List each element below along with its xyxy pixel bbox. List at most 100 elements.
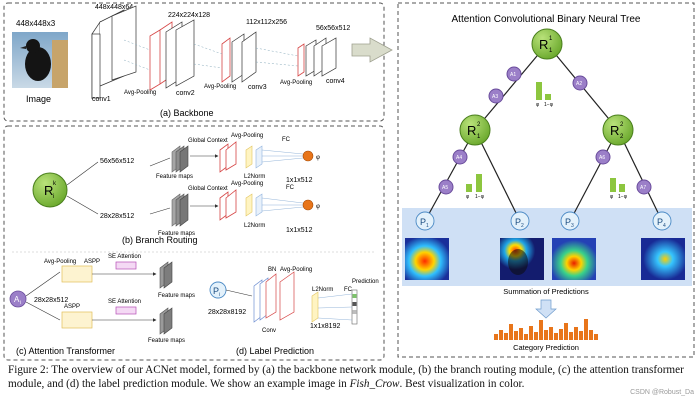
leaf-p3: P 3 xyxy=(560,211,580,231)
tree-mid-node-1: R 2 1 xyxy=(459,114,491,146)
svg-text:A5: A5 xyxy=(442,185,448,191)
category-label: Category Prediction xyxy=(513,343,579,352)
label-node: P i xyxy=(209,281,227,299)
label-pred: Prediction xyxy=(352,279,379,285)
caption-lead: Figure 2: The overview of our ACNet mode… xyxy=(8,364,684,390)
tree-panel: Attention Convolutional Binary Neural Tr… xyxy=(397,2,695,358)
tree-mid1-label: R xyxy=(467,123,476,138)
svg-text:2: 2 xyxy=(521,223,524,229)
svg-text:A1: A1 xyxy=(510,72,516,78)
backbone-panel: 448x448x3 Image 448x448x64 conv1 224x224… xyxy=(3,2,385,122)
stage3-conv: conv3 xyxy=(248,84,267,91)
heatmap-3 xyxy=(552,238,596,280)
summation-label: Summation of Predictions xyxy=(503,287,589,296)
svg-text:P: P xyxy=(565,217,571,227)
label-prediction-panel: P i 28x28x8192 BN Avg-Pooling Conv L2Nor… xyxy=(208,267,379,356)
routing-node-label: R xyxy=(44,183,53,198)
tree-mid1-sup: 2 xyxy=(477,122,481,128)
routing-panel: R k i 56x56x512 Global Context Avg-Pooli… xyxy=(3,125,385,361)
routing-bottom-fmap: Feature maps xyxy=(158,231,195,237)
attention-top-aspp: ASPP xyxy=(84,259,100,265)
label-node-label: P xyxy=(213,286,219,296)
tree-mid2-label: R xyxy=(610,123,619,138)
attention-top-fmap: Feature maps xyxy=(158,293,195,299)
stage-conv3: 112x112x256 Avg-Pooling conv3 xyxy=(204,19,287,91)
routing-top-dims: 56x56x512 xyxy=(100,158,134,165)
backbone-border xyxy=(3,2,385,122)
bar-label-1phi-2: 1−φ xyxy=(475,194,485,200)
routing-bars-right: φ 1−φ xyxy=(610,178,628,200)
attention-bottom-aspp: ASPP xyxy=(64,304,80,310)
attention-bottom-fmap: Feature maps xyxy=(148,338,185,344)
input-dims: 448x448x3 xyxy=(16,19,56,28)
label-fc: FC xyxy=(344,287,353,293)
svg-text:P: P xyxy=(420,217,426,227)
label-title: (d) Label Prediction xyxy=(236,346,314,356)
svg-text:A3: A3 xyxy=(492,94,498,100)
attention-top: Avg-Pooling ASPP SE Attention Feature ma… xyxy=(44,254,195,299)
routing-top-out: 1x1x512 xyxy=(286,177,313,184)
attn-node-a7: A7 xyxy=(636,179,652,195)
figure-caption: Figure 2: The overview of our ACNet mode… xyxy=(8,364,692,391)
attention-node-label: A xyxy=(14,295,20,304)
attention-title: (c) Attention Transformer xyxy=(16,346,115,356)
attention-node-sub: i xyxy=(20,300,21,306)
attention-bottom-se: SE Attention xyxy=(108,299,141,305)
tree-root-node: R 1 1 xyxy=(531,28,563,60)
heatmap-4 xyxy=(641,238,685,280)
svg-text:1: 1 xyxy=(426,223,429,229)
svg-text:A6: A6 xyxy=(599,155,605,161)
svg-text:P: P xyxy=(657,217,663,227)
caption-tail: . Best visualization in color. xyxy=(399,377,525,390)
stage4-pool: Avg-Pooling xyxy=(280,80,312,86)
stage3-dims: 112x112x256 xyxy=(246,19,287,26)
stage-conv2: 224x224x128 Avg-Pooling conv2 xyxy=(124,12,210,97)
routing-top-l2: L2Norm xyxy=(244,174,265,180)
watermark: CSDN @Robust_Da xyxy=(630,389,694,396)
routing-bottom-pool: Avg-Pooling xyxy=(231,181,263,187)
stage1-conv: conv1 xyxy=(92,96,111,103)
label-pool: Avg-Pooling xyxy=(280,267,312,273)
svg-text:A7: A7 xyxy=(640,185,646,191)
tree-mid-node-2: R 2 2 xyxy=(602,114,634,146)
bar-label-phi-2: φ xyxy=(466,194,470,200)
routing-top-pool: Avg-Pooling xyxy=(231,133,263,139)
attention-bottom: ASPP SE Attention Feature maps xyxy=(61,299,185,344)
bar-label-1phi-3: 1−φ xyxy=(618,194,628,200)
stage1-dims: 448x448x64 xyxy=(95,4,133,11)
routing-bars-left: φ 1−φ xyxy=(466,174,485,200)
label-node-sub: i xyxy=(219,292,220,298)
routing-bottom-l2: L2Norm xyxy=(244,223,265,229)
tree-root-sup: 1 xyxy=(549,36,553,42)
down-arrow xyxy=(535,299,557,319)
attn-node-a5: A5 xyxy=(438,179,454,195)
attn-node-a3: A3 xyxy=(488,88,504,104)
routing-border xyxy=(3,125,385,361)
category-histogram xyxy=(494,319,598,340)
heatmaps xyxy=(405,238,685,280)
svg-text:P: P xyxy=(515,217,521,227)
routing-top-branch: 56x56x512 Global Context Avg-Pooling FC … xyxy=(100,133,320,184)
stage4-conv: conv4 xyxy=(326,78,345,85)
bar-label-1phi-1: 1−φ xyxy=(544,102,554,108)
label-conv: Conv xyxy=(262,328,276,334)
label-conv-stack xyxy=(253,271,295,323)
tree-mid1-sub: 1 xyxy=(477,134,481,140)
routing-bars-root: φ 1−φ xyxy=(536,82,554,108)
stage-conv4: 56x56x512 Avg-Pooling conv4 xyxy=(280,25,350,86)
input-image xyxy=(12,32,68,88)
bar-label-phi-1: φ xyxy=(536,102,540,108)
tree-mid2-sub: 2 xyxy=(620,134,624,140)
attention-node: A i xyxy=(9,290,27,308)
heatmap-1 xyxy=(405,238,449,280)
attention-dims: 28x28x512 xyxy=(34,297,68,304)
stage3-pool: Avg-Pooling xyxy=(204,84,236,90)
stage-conv1: 448x448x64 conv1 xyxy=(91,4,137,103)
routing-node-sub: i xyxy=(53,194,54,200)
leaf-p4: P 4 xyxy=(652,211,672,231)
tree-mid2-sup: 2 xyxy=(620,122,624,128)
leaf-p1: P 1 xyxy=(415,211,435,231)
bar-label-phi-3: φ xyxy=(610,194,614,200)
stage2-dims: 224x224x128 xyxy=(168,12,210,19)
